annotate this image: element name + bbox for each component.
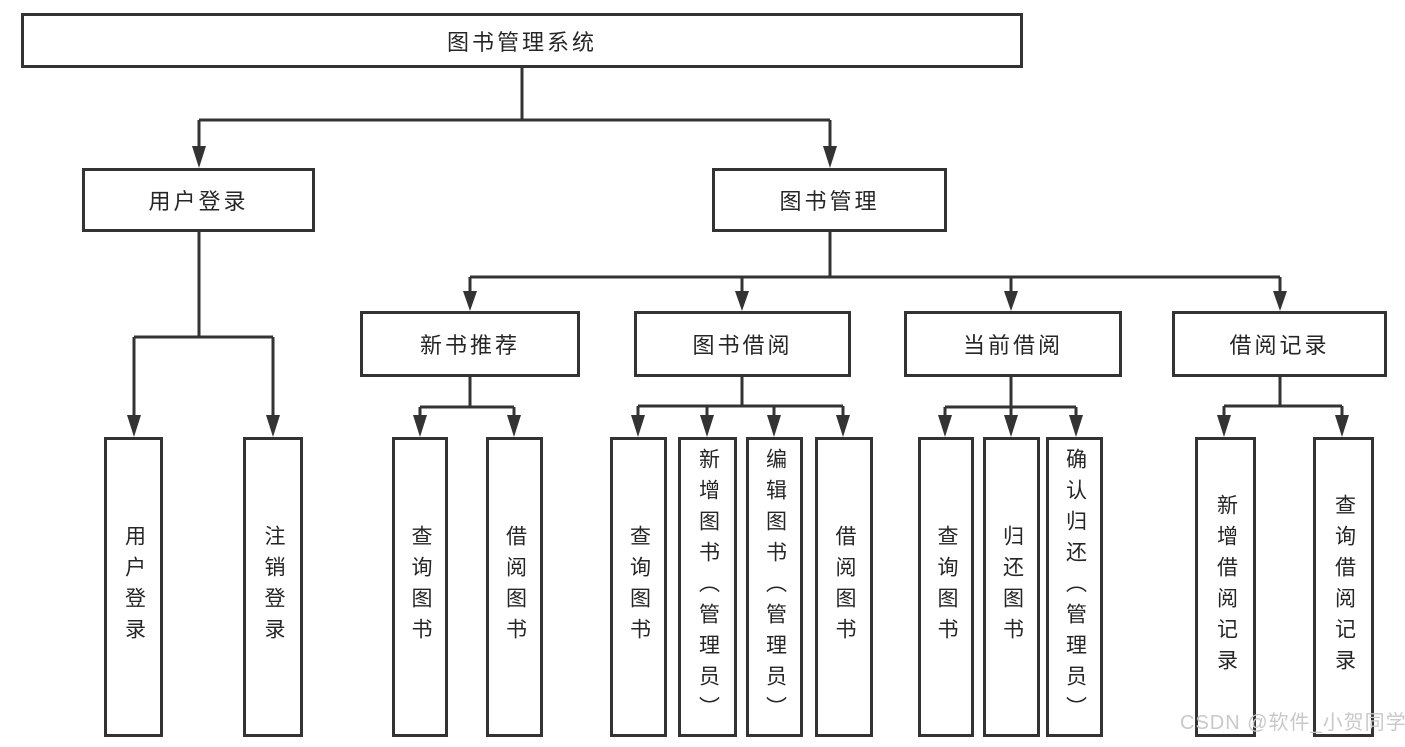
leaf-confirm-return-admin-label: 确认归还（管理员）	[1063, 447, 1087, 727]
leaf-query-borrow-record: 查询借阅记录	[1313, 437, 1374, 737]
node-book-borrow: 图书借阅	[634, 311, 851, 377]
leaf-user-login-label: 用户登录	[122, 525, 146, 649]
node-current-borrow-label: 当前借阅	[962, 333, 1063, 358]
leaf-edit-book-admin: 编辑图书（管理员）	[746, 437, 803, 737]
node-borrow-records: 借阅记录	[1172, 311, 1387, 377]
node-new-book-recommend: 新书推荐	[360, 311, 580, 377]
leaf-query-books-borrow-label: 查询图书	[627, 525, 651, 649]
leaf-add-borrow-record-label: 新增借阅记录	[1214, 494, 1238, 680]
leaf-confirm-return-admin: 确认归还（管理员）	[1046, 437, 1103, 737]
leaf-return-books-label: 归还图书	[1000, 525, 1024, 649]
leaf-add-book-admin: 新增图书（管理员）	[678, 437, 737, 737]
leaf-query-books-current-label: 查询图书	[935, 525, 958, 649]
node-user-login-label: 用户登录	[148, 189, 249, 214]
watermark: CSDN @软件_小贺同学	[1180, 712, 1405, 734]
leaf-user-login: 用户登录	[104, 437, 163, 737]
node-book-management-label: 图书管理	[779, 189, 880, 214]
leaf-query-books-current: 查询图书	[918, 437, 974, 737]
leaf-add-borrow-record: 新增借阅记录	[1195, 437, 1256, 737]
leaf-logout: 注销登录	[243, 437, 303, 737]
node-borrow-records-label: 借阅记录	[1229, 333, 1330, 358]
leaf-logout-label: 注销登录	[262, 525, 285, 649]
leaf-query-books-recommend-label: 查询图书	[409, 525, 432, 649]
leaf-borrow-books-recommend: 借阅图书	[486, 437, 543, 737]
leaf-query-books-recommend: 查询图书	[392, 437, 448, 737]
leaf-return-books: 归还图书	[983, 437, 1040, 737]
leaf-query-borrow-record-label: 查询借阅记录	[1332, 494, 1356, 680]
leaf-borrow-books-recommend-label: 借阅图书	[503, 525, 527, 649]
leaf-query-books-borrow: 查询图书	[610, 437, 667, 737]
leaf-borrow-books: 借阅图书	[815, 437, 873, 737]
node-library-system-label: 图书管理系统	[446, 29, 597, 55]
node-user-login: 用户登录	[82, 168, 315, 232]
node-new-book-recommend-label: 新书推荐	[419, 333, 520, 358]
node-book-management: 图书管理	[712, 168, 947, 232]
node-book-borrow-label: 图书借阅	[692, 333, 793, 358]
leaf-add-book-admin-label: 新增图书（管理员）	[696, 447, 720, 727]
node-library-system: 图书管理系统	[21, 13, 1023, 68]
node-current-borrow: 当前借阅	[904, 311, 1122, 377]
leaf-borrow-books-label: 借阅图书	[833, 525, 856, 649]
leaf-edit-book-admin-label: 编辑图书（管理员）	[763, 447, 787, 727]
